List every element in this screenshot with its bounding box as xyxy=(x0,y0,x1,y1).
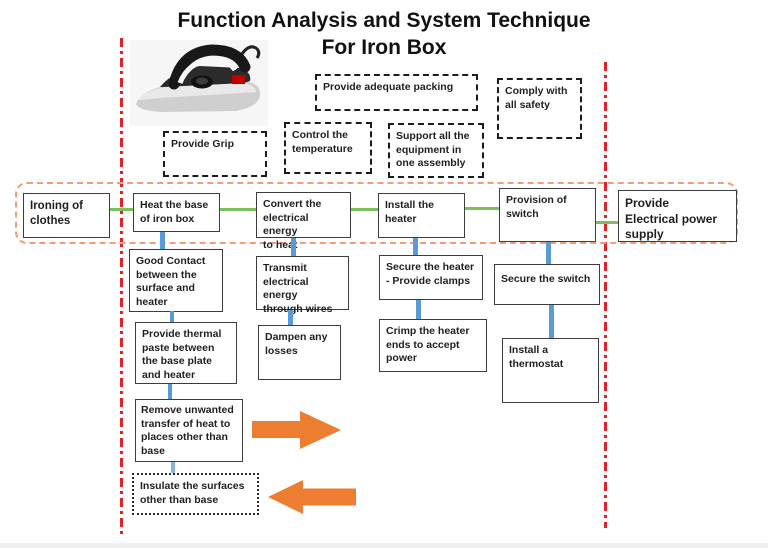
green-connector xyxy=(351,208,378,211)
blue-connector xyxy=(168,384,172,399)
node-good-contact: Good Contact between the surface and hea… xyxy=(129,249,223,312)
node-control-temperature: Control the temperature xyxy=(284,122,372,174)
page-title: Function Analysis and System Technique F… xyxy=(177,9,591,59)
node-install-heater: Install the heater xyxy=(378,193,465,238)
page-bottom-edge xyxy=(0,543,768,548)
node-thermal-paste: Provide thermal paste between the base p… xyxy=(135,322,237,384)
node-provide-adequate-packing: Provide adequate packing xyxy=(315,74,478,111)
node-secure-heater: Secure the heater - Provide clamps xyxy=(379,255,483,300)
node-convert-energy: Convert the electrical energy to heat xyxy=(256,192,351,251)
blue-connector xyxy=(549,305,554,338)
node-heat-base: Heat the base of iron box xyxy=(133,193,220,232)
scope-boundary-left-line xyxy=(120,38,123,535)
node-install-thermostat: Install a thermostat xyxy=(502,338,599,403)
green-connector xyxy=(110,208,133,211)
blue-connector xyxy=(288,310,293,325)
green-connector xyxy=(220,208,256,211)
blue-connector xyxy=(416,300,421,319)
node-remove-heat: Remove unwanted transfer of heat to plac… xyxy=(135,399,243,462)
node-provide-grip: Provide Grip xyxy=(163,131,267,177)
node-provision-switch: Provision of switch xyxy=(499,188,596,242)
scope-boundary-right-line xyxy=(604,62,607,528)
node-support-equipment: Support all the equipment in one assembl… xyxy=(388,123,484,178)
node-insulate-surfaces: Insulate the surfaces other than base xyxy=(132,473,259,515)
blue-connector xyxy=(546,242,551,264)
node-provide-power: Provide Electrical power supply xyxy=(618,190,737,242)
node-secure-switch: Secure the switch xyxy=(494,264,600,305)
electric-iron-illustration xyxy=(130,40,268,126)
iron-photo xyxy=(130,40,268,126)
node-crimp-heater: Crimp the heater ends to accept power xyxy=(379,319,487,372)
forward-arrow-icon xyxy=(252,411,341,454)
green-connector xyxy=(465,207,499,210)
blue-connector xyxy=(160,232,165,249)
node-transmit-energy: Transmit electrical energy through wires xyxy=(256,256,349,315)
backward-arrow-icon xyxy=(268,480,356,519)
blue-connector xyxy=(171,462,175,473)
blue-connector xyxy=(291,238,296,256)
node-comply-safety: Comply with all safety xyxy=(497,78,582,139)
green-connector xyxy=(596,221,618,224)
blue-connector xyxy=(413,238,418,255)
main-path-scope-outline xyxy=(15,182,738,244)
node-ironing-clothes: Ironing of clothes xyxy=(23,193,110,238)
node-dampen-losses: Dampen any losses xyxy=(258,325,341,380)
blue-connector xyxy=(170,311,174,322)
